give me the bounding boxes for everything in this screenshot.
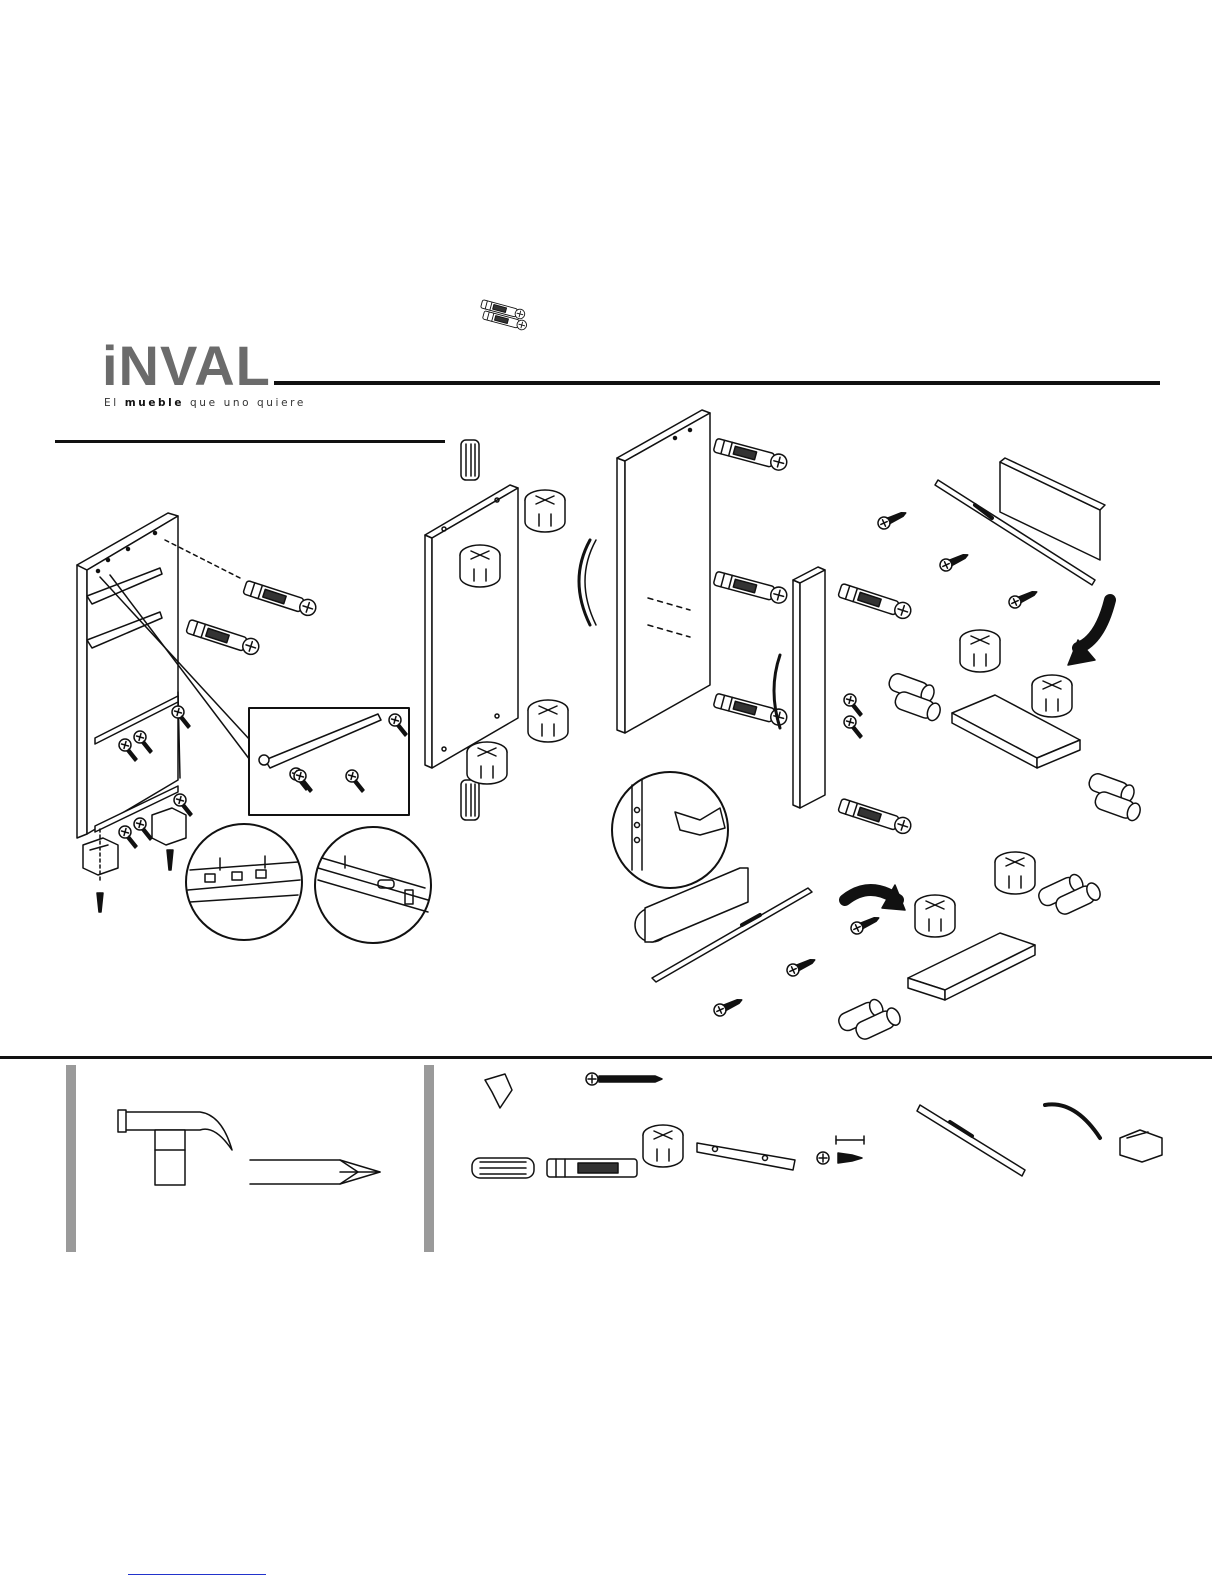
hammer-icon (118, 1110, 232, 1185)
cam-lock-icon (467, 742, 507, 784)
furniture-foot-icon (152, 808, 186, 870)
tools-panel-bar (66, 1065, 76, 1252)
handle-icon (1045, 1104, 1100, 1138)
drawer-front-top (935, 458, 1105, 585)
screw-icon (134, 818, 152, 840)
parts-panel-bar (424, 1065, 434, 1252)
wood-dowel-icon (836, 992, 903, 1046)
wood-dowel-icon (1082, 772, 1148, 823)
cam-bolt-icon (713, 570, 789, 605)
cam-bolt-icon (838, 582, 913, 620)
screw-icon (849, 912, 881, 936)
wood-dowel-icon (882, 672, 948, 723)
cam-lock-icon (643, 1125, 683, 1167)
cam-lock-icon (915, 895, 955, 937)
cam-bolt-icon (838, 797, 913, 835)
screw-icon (586, 1073, 662, 1085)
wood-dowel-icon (461, 780, 479, 820)
wood-dowel-icon (1036, 867, 1103, 921)
cam-bolt-icon (243, 579, 318, 617)
screw-icon (712, 994, 744, 1018)
side-panel-left (77, 513, 250, 838)
drawer-stop-icon (485, 1074, 512, 1108)
side-panel-narrow (793, 567, 825, 808)
cam-lock-icon (960, 630, 1000, 672)
drawer-slide-icon (917, 1105, 1025, 1176)
wood-dowel-icon (472, 1158, 534, 1178)
cam-lock-icon (995, 852, 1035, 894)
page-link-underline[interactable] (128, 1574, 266, 1575)
screw-icon (876, 507, 908, 531)
side-panel-tall (617, 410, 710, 733)
furniture-foot-icon (83, 828, 118, 912)
cam-bolt-icon (547, 1159, 637, 1177)
short-screw-icon (817, 1136, 864, 1164)
screw-icon (785, 954, 817, 978)
cam-lock-icon (528, 700, 568, 742)
door-panel (425, 485, 518, 768)
cam-lock-icon (525, 490, 565, 532)
screw-icon (1007, 586, 1039, 610)
cam-bolt-icon (186, 618, 261, 656)
screw-icon (844, 716, 862, 738)
screw-icon (844, 694, 862, 716)
screw-icon (119, 826, 137, 848)
cam-bolt-icon (713, 437, 789, 472)
drawer-bottom-board-lower (908, 933, 1035, 1000)
hinge-plate-icon (697, 1143, 795, 1170)
cam-lock-icon (460, 545, 500, 587)
furniture-foot-icon (1120, 1130, 1162, 1162)
cam-lock-icon (1032, 675, 1072, 717)
screw-icon (938, 549, 970, 573)
wood-dowel-icon (461, 440, 479, 480)
screwdriver-icon (250, 1160, 380, 1184)
rotate-arrow-icon (1078, 600, 1110, 648)
